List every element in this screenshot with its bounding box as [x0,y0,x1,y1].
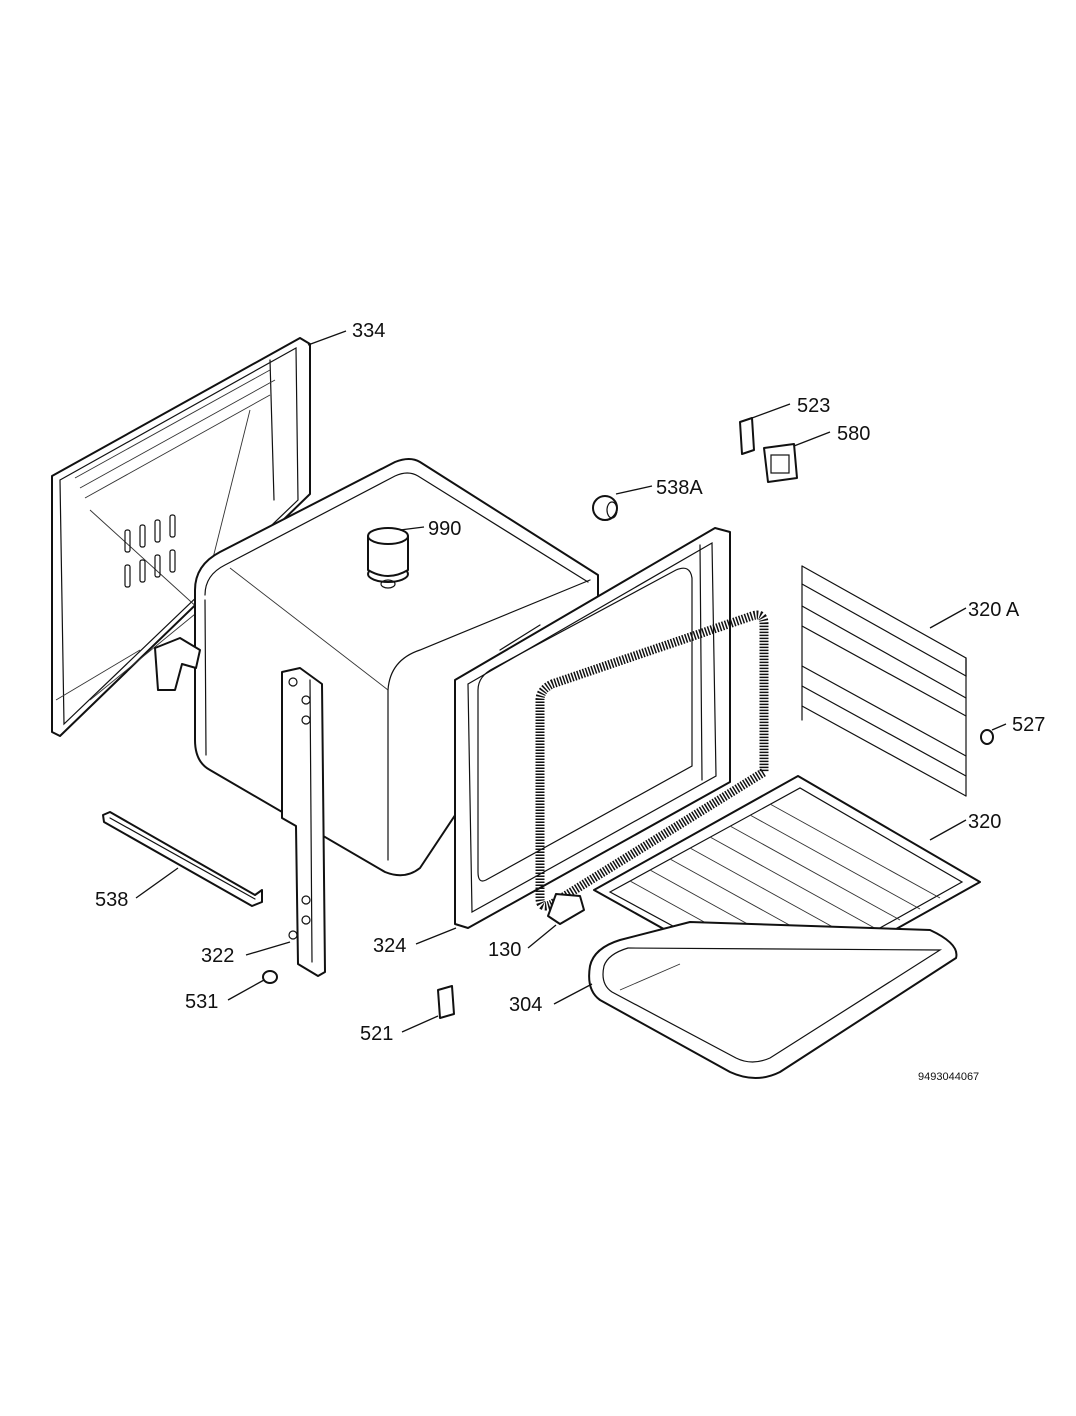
callout-304: 304 [509,994,542,1016]
clip-521-part [437,985,455,1019]
front-frame-part [454,527,731,929]
baking-tray-part [588,921,958,1079]
callout-320: 320 [968,811,1001,833]
callout-322: 322 [201,945,234,967]
callout-538a: 538A [656,477,703,499]
callout-130: 130 [488,939,521,961]
nut-527-part [980,729,994,745]
callout-527: 527 [1012,714,1045,736]
document-number: 9493044067 [918,1071,979,1083]
bushing-538A-part [592,495,618,521]
nut-531-part [262,970,278,984]
bracket-523-part [739,417,755,455]
callout-538: 538 [95,889,128,911]
callout-521: 521 [360,1023,393,1045]
rear-panel-part [51,337,311,737]
callout-990: 990 [428,518,461,540]
callout-labels: 334 523 580 538A 990 320 A 527 320 538 3… [95,320,1045,1083]
callout-334: 334 [352,320,385,342]
callout-580: 580 [837,423,870,445]
fan-motor-part [367,527,409,589]
callout-523: 523 [797,395,830,417]
callout-320a: 320 A [968,599,1020,621]
callout-531: 531 [185,991,218,1013]
leader-lines [135,330,1007,1033]
shelf-support-part [801,565,967,797]
callout-324: 324 [373,935,406,957]
support-rail-part [102,811,263,907]
door-seal-part [535,610,769,925]
bracket-580-part [763,443,798,483]
side-runner-part [154,637,326,977]
